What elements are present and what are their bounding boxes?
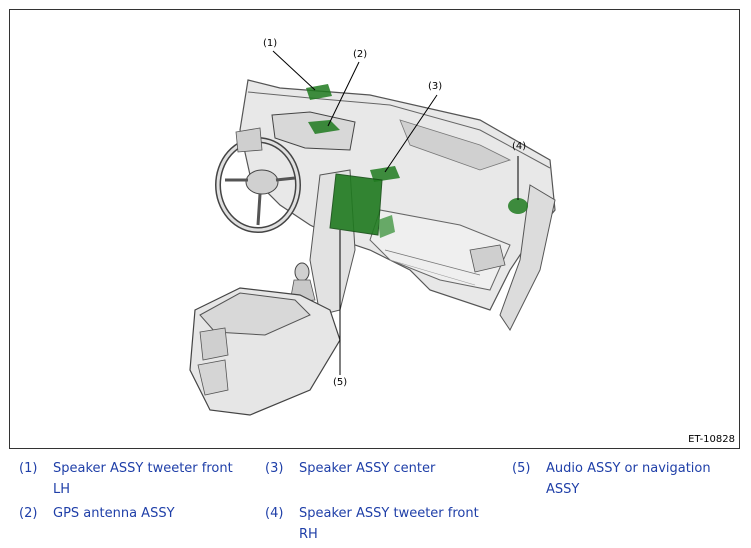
callout-2: (2) xyxy=(353,49,368,60)
legend-label: Audio ASSY or navigation ASSY xyxy=(546,458,746,500)
leader-line-2 xyxy=(327,61,360,127)
glovebox-line xyxy=(384,249,481,276)
legend-number: (1) xyxy=(19,461,38,476)
glovebox-line-2 xyxy=(389,259,476,286)
audio-unit-bracket xyxy=(378,215,395,238)
parts-legend: (1) Speaker ASSY tweeter front LH (2) GP… xyxy=(0,456,751,548)
legend-label: Speaker ASSY tweeter front LH xyxy=(53,458,253,500)
legend-label-line2: RH xyxy=(299,527,318,542)
legend-label: Speaker ASSY tweeter front RH xyxy=(299,503,499,545)
rear-console-panel xyxy=(197,359,229,396)
steering-wheel-hub xyxy=(245,169,279,195)
legend-number: (5) xyxy=(512,461,531,476)
legend-number: (3) xyxy=(265,461,284,476)
legend-label-line2: LH xyxy=(53,482,71,497)
callout-3: (3) xyxy=(428,81,443,92)
callout-1: (1) xyxy=(263,38,278,49)
figure-id-label: ET-10828 xyxy=(688,434,735,445)
left-air-vent xyxy=(235,127,263,153)
legend-label-line1: Speaker ASSY tweeter front xyxy=(299,506,479,521)
legend-number: (4) xyxy=(265,506,284,521)
legend-number: (2) xyxy=(19,506,38,521)
audio-navigation-unit xyxy=(329,173,383,236)
leader-line-1 xyxy=(272,50,316,91)
tweeter-front-rh xyxy=(508,198,528,214)
legend-label-line1: Speaker ASSY tweeter front xyxy=(53,461,233,476)
right-air-vent xyxy=(469,244,506,273)
callout-4: (4) xyxy=(512,141,527,152)
legend-label: Speaker ASSY center xyxy=(299,461,436,476)
steering-spokes xyxy=(225,176,296,226)
legend-label: GPS antenna ASSY xyxy=(53,506,175,521)
legend-label-line2: ASSY xyxy=(546,482,580,497)
gps-antenna xyxy=(308,120,340,134)
center-speaker xyxy=(370,166,400,182)
dash-top-edge xyxy=(247,91,551,169)
dash-defroster xyxy=(399,119,512,171)
gear-knob xyxy=(294,262,310,282)
dashboard-illustration xyxy=(189,50,556,416)
rear-console-vent xyxy=(199,327,229,361)
leader-line-3 xyxy=(384,94,438,173)
right-side-panel xyxy=(499,184,556,331)
dashboard-figure: (1) (2) (3) (4) (5) ET-10828 xyxy=(9,9,740,449)
callout-5: (5) xyxy=(333,377,348,388)
legend-label-line1: Audio ASSY or navigation xyxy=(546,461,711,476)
